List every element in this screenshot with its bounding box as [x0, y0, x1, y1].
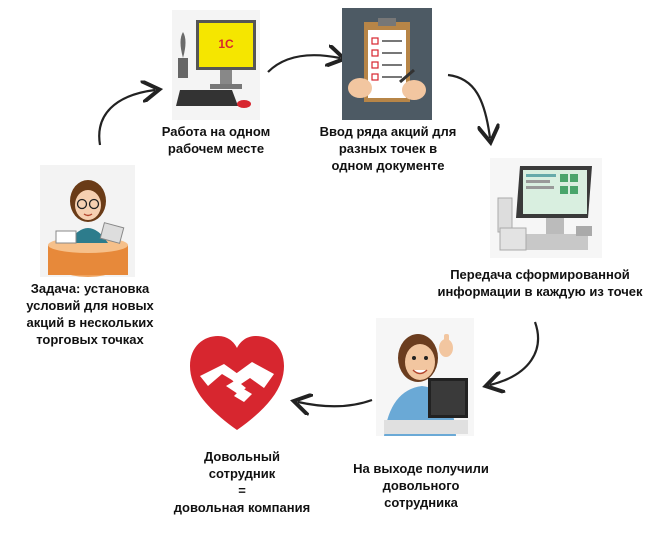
- arrow-1: [98, 90, 155, 146]
- step-4-label: Передача сформированной информации в каж…: [437, 267, 643, 299]
- woman-at-desk-icon: [40, 165, 135, 277]
- step-6-label: Довольный сотрудник = довольная компания: [173, 449, 311, 515]
- heart-handshake-icon: [186, 330, 288, 436]
- step-2-label: Работа на одном рабочем месте: [161, 124, 271, 156]
- arrow-2: [267, 55, 340, 73]
- step-3-label: Ввод ряда акций для разных точек в одном…: [319, 124, 457, 173]
- pos-terminal-icon: [490, 158, 602, 258]
- arrow-3: [447, 73, 490, 138]
- step-5-label: На выходе получили довольного сотрудника: [353, 461, 489, 510]
- svg-text:1С: 1С: [218, 37, 234, 51]
- happy-employee-icon: [376, 318, 474, 436]
- arrow-4: [490, 321, 540, 385]
- clipboard-document-icon: [342, 8, 432, 120]
- computer-1c-icon: 1С: [172, 10, 260, 120]
- arrow-5: [298, 400, 373, 406]
- step-1-label: Задача: установка условий для новых акци…: [26, 281, 154, 347]
